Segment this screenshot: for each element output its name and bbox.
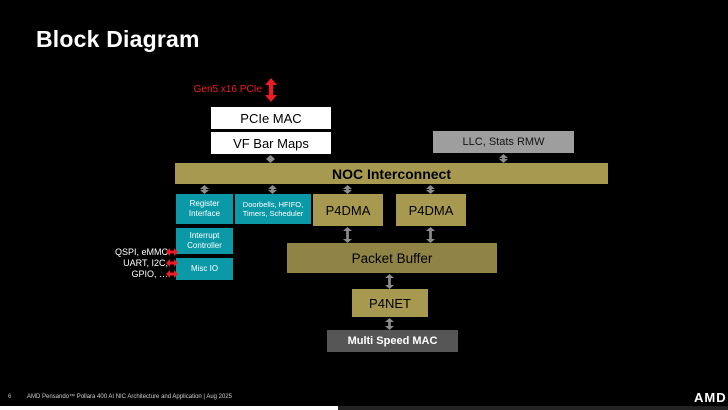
page-title: Block Diagram [36, 26, 200, 52]
connector-p4dma-left-packetbuffer-icon [343, 227, 352, 243]
box-vf-bar-maps: VF Bar Maps [211, 132, 331, 154]
box-register-interface: Register Interface [176, 194, 233, 224]
connector-noc-register-icon [200, 185, 209, 194]
connector-p4net-mac-icon [385, 318, 394, 330]
io-label-gpio: GPIO, … [131, 269, 168, 279]
connector-llc-noc-icon [499, 154, 508, 163]
box-llc-stats-rmw: LLC, Stats RMW [433, 131, 574, 153]
connector-noc-p4dma-left-icon [343, 185, 352, 194]
connector-vfbar-noc-icon [266, 155, 275, 163]
pcie-bidir-arrow-icon [265, 78, 277, 102]
connector-noc-p4dma-right-icon [426, 185, 435, 194]
page-number: 6 [8, 394, 12, 400]
box-noc-interconnect: NOC Interconnect [175, 163, 608, 184]
amd-logo: AMD [694, 390, 727, 405]
box-p4dma-left: P4DMA [313, 194, 383, 226]
connector-noc-doorbells-icon [268, 185, 277, 194]
box-p4dma-right: P4DMA [396, 194, 466, 226]
io-label-uart-i2c: UART, I2C, [123, 258, 168, 268]
bottom-bar-track [338, 406, 728, 410]
box-multi-speed-mac: Multi Speed MAC [327, 330, 458, 352]
footer-text: AMD Pensando™ Pollara 400 AI NIC Archite… [27, 394, 233, 400]
box-packet-buffer: Packet Buffer [287, 243, 497, 273]
box-pcie-mac: PCIe MAC [211, 107, 331, 129]
misc-io-arrow-1-icon [166, 248, 178, 256]
pcie-gen5-label: Gen5 x16 PCIe [193, 84, 262, 95]
bottom-bar-highlight [0, 406, 338, 410]
box-doorbells-hfifo: Doorbells, HFIFO, Timers, Scheduler [235, 194, 311, 224]
connector-packetbuffer-p4net-icon [385, 274, 394, 289]
misc-io-arrow-2-icon [166, 259, 178, 267]
box-interrupt-controller: Interrupt Controller [176, 228, 233, 254]
box-p4net: P4NET [352, 289, 428, 317]
box-misc-io: Misc IO [176, 258, 233, 280]
misc-io-arrow-3-icon [166, 270, 178, 278]
io-label-qspi-emmc: QSPI, eMMC [114, 247, 168, 257]
connector-p4dma-right-packetbuffer-icon [426, 227, 435, 243]
